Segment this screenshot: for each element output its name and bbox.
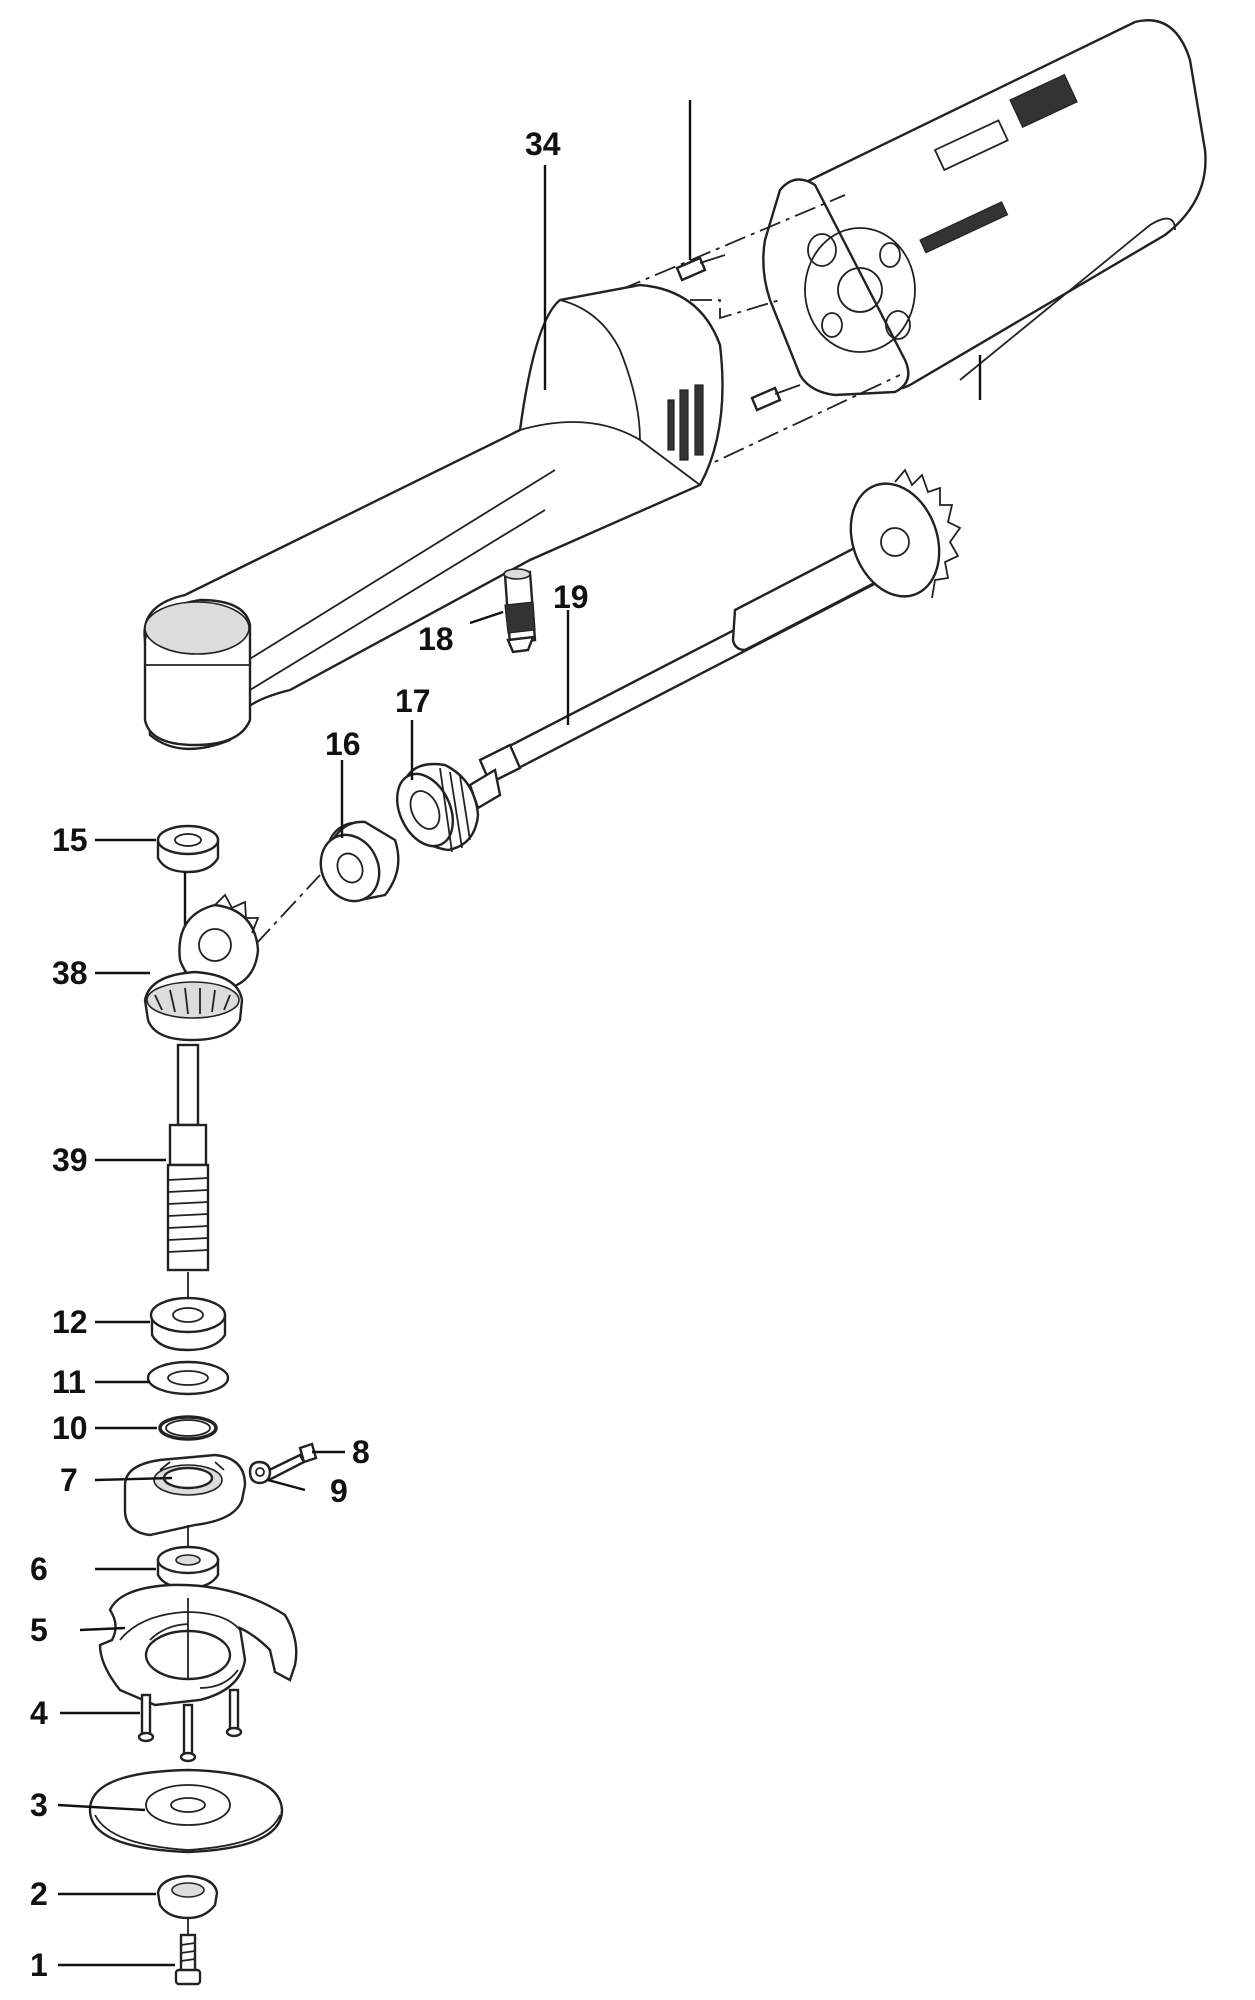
part-18 <box>469 568 537 654</box>
label-19: 19 <box>553 579 589 615</box>
bolt-8 <box>263 1442 345 1482</box>
bevel-gear-38 <box>95 893 260 1042</box>
label-10: 10 <box>52 1410 88 1446</box>
label-5: 5 <box>30 1612 48 1648</box>
screws-4 <box>60 1688 243 1763</box>
gear-housing-34 <box>143 165 724 750</box>
label-11: 11 <box>52 1364 86 1400</box>
label-9: 9 <box>330 1473 348 1509</box>
circlip-10 <box>95 1415 218 1441</box>
label-6: 6 <box>30 1551 48 1587</box>
backing-flange-3 <box>57 1768 284 1854</box>
label-1: 1 <box>30 1947 48 1983</box>
label-34: 34 <box>525 126 561 162</box>
motor-housing <box>762 19 1207 400</box>
wheel-guard-5 <box>79 1583 298 1707</box>
guard-clamp-7 <box>94 1453 247 1537</box>
label-7: 7 <box>60 1462 78 1498</box>
washer-11 <box>95 1360 230 1396</box>
label-16: 16 <box>325 726 361 762</box>
label-4: 4 <box>30 1695 48 1731</box>
label-8: 8 <box>352 1434 370 1470</box>
label-39: 39 <box>52 1142 88 1178</box>
label-3: 3 <box>30 1787 48 1823</box>
label-12: 12 <box>52 1304 88 1340</box>
bolt-1 <box>58 1918 202 1986</box>
label-18: 18 <box>418 621 454 657</box>
part-6 <box>95 1525 220 1590</box>
label-2: 2 <box>30 1876 48 1912</box>
bearing-12 <box>95 1296 227 1352</box>
housing-screw-lower <box>750 384 801 412</box>
flange-nut-2 <box>58 1874 219 1920</box>
bearing-16 <box>319 760 400 903</box>
label-38: 38 <box>52 955 88 991</box>
label-17: 17 <box>395 683 431 719</box>
pinion-17 <box>396 720 502 853</box>
housing-screw-upper <box>675 100 726 282</box>
bearing-15 <box>95 824 220 1010</box>
nut-9 <box>248 1460 306 1492</box>
label-15: 15 <box>52 822 88 858</box>
spindle-39 <box>95 1043 210 1300</box>
